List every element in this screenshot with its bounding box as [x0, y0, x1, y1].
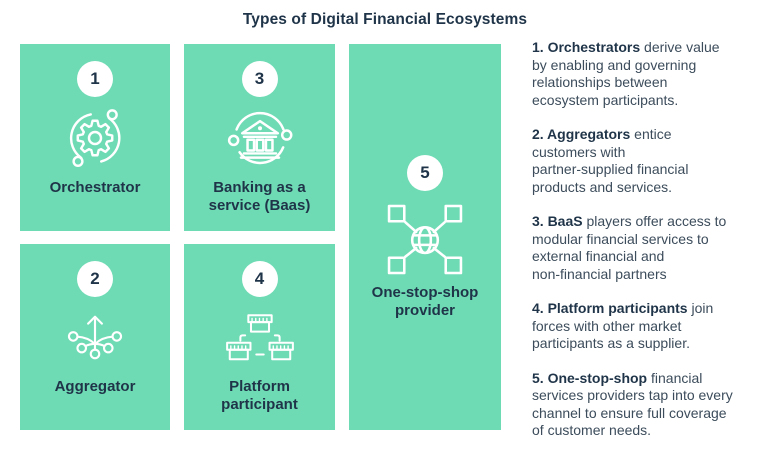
descriptions-column: 1. Orchestrators derive value by enablin…: [532, 39, 768, 457]
description-lead: 1. Orchestrators: [532, 39, 641, 55]
description-line: external financial and: [532, 248, 665, 264]
gear-sync-icon: [58, 97, 132, 179]
description-line: customers with: [532, 143, 626, 160]
description-platform-participants: 4. Platform participants join forces wit…: [532, 300, 768, 353]
page-title: Types of Digital Financial Ecosystems: [242, 11, 528, 28]
card-label: One-stop-shop provider: [371, 284, 479, 319]
bank-sync-icon: [222, 97, 298, 179]
description-aggregators: 2. Aggregators entice customers with par…: [532, 126, 768, 196]
description-line: of customer needs.: [532, 422, 652, 438]
description-line: forces with other market: [532, 317, 682, 334]
description-one-stop-shop: 5. One-stop-shop financial services prov…: [532, 370, 768, 440]
market-stalls-icon: [225, 297, 295, 378]
description-line: participants as a supplier.: [532, 335, 690, 351]
description-line: products and services.: [532, 178, 673, 195]
card-label: Aggregator: [54, 378, 136, 395]
description-line: channel to ensure full coverage: [532, 404, 727, 421]
card-platform-participant: 4 Platform particip: [184, 244, 335, 430]
card-number-badge: 2: [77, 261, 113, 297]
description-lead: 5. One-stop-shop: [532, 369, 648, 386]
description-baas: 3. BaaS players offer access to modular …: [532, 213, 768, 283]
description-line: relationships between: [532, 74, 668, 90]
card-number-badge: 5: [407, 155, 443, 191]
card-one-stop-shop-provider: 5 One-stop-shop provider: [349, 44, 501, 430]
description-line: partner-supplied financial: [532, 161, 689, 177]
description-line: 1. Orchestrators derive value: [532, 39, 720, 55]
description-orchestrators: 1. Orchestrators derive value by enablin…: [532, 39, 768, 109]
card-label: Orchestrator: [49, 179, 141, 196]
description-line: ecosystem participants.: [532, 91, 679, 108]
description-line: non-financial partners: [532, 265, 667, 282]
card-aggregator: 2 Aggregator: [20, 244, 170, 430]
description-line: 5. One-stop-shop financial: [532, 369, 703, 386]
description-line: 2. Aggregators entice: [532, 126, 672, 142]
description-lead: 2. Aggregators: [532, 126, 631, 142]
globe-network-icon: [386, 204, 464, 275]
description-lead: 4. Platform participants: [532, 300, 688, 316]
card-label: Banking as a service (Baas): [208, 179, 311, 214]
description-lead: 3. BaaS: [532, 213, 583, 229]
card-banking-as-a-service: 3 Banking as a service (Baas): [184, 44, 335, 231]
description-line: services providers tap into every: [532, 387, 733, 403]
merge-branches-icon: [61, 297, 129, 378]
card-number-badge: 4: [241, 261, 278, 297]
cards-grid: 1 Orchestrator 3: [20, 44, 501, 430]
card-label: Platform participant: [221, 378, 298, 413]
card-number-badge: 1: [77, 61, 113, 97]
description-line: 3. BaaS players offer access to: [532, 213, 727, 229]
card-number-badge: 3: [241, 61, 278, 97]
description-line: by enabling and governing: [532, 56, 697, 73]
description-line: modular financial services to: [532, 230, 709, 247]
card-orchestrator: 1 Orchestrator: [20, 44, 170, 231]
description-line: 4. Platform participants join: [532, 300, 714, 316]
